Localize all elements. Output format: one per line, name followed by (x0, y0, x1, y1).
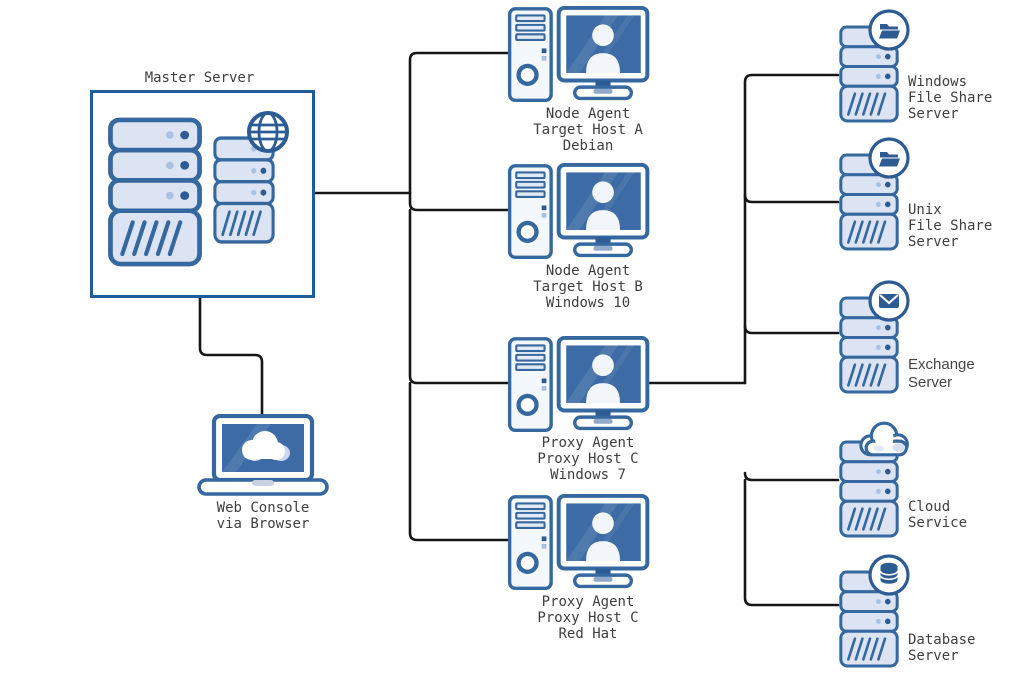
exchange-server-label: Exchange Server (908, 356, 975, 391)
desktop-user-icon (506, 336, 651, 436)
desktop-user-icon (506, 163, 651, 263)
connector-proxy-windows-fs (743, 73, 840, 385)
server-stack-icon (106, 117, 204, 267)
connector-proxy-exchange (743, 324, 840, 335)
connector-proxy-cloud (743, 471, 840, 482)
connector-proxy-unix-fs (743, 193, 840, 204)
connector-master-node-a (408, 51, 510, 195)
desktop-user-icon (506, 6, 651, 106)
database-server-label: Database Server (908, 632, 976, 664)
master-server-label: Master Server (144, 70, 255, 86)
web-console-label: Web Console via Browser (216, 500, 310, 532)
cloud-service-label: Cloud Service (908, 499, 968, 531)
proxy-agent-d-label: Proxy Agent Proxy Host C Red Hat (537, 594, 639, 642)
connector-master-proxy-d (408, 381, 510, 542)
folder-icon (868, 137, 910, 179)
cloud-icon (859, 421, 909, 457)
folder-icon (868, 9, 910, 51)
node-agent-a-label: Node Agent Target Host A Debian (533, 106, 643, 154)
proxy-agent-c-label: Proxy Agent Proxy Host C Windows 7 (537, 435, 639, 483)
node-agent-b-label: Node Agent Target Host B Windows 10 (533, 263, 643, 311)
windows-file-share-label: Windows File Share Server (908, 74, 993, 122)
laptop-cloud-icon (197, 414, 329, 500)
envelope-icon (868, 280, 910, 322)
connector-master-proxy-c (408, 208, 510, 385)
connector-proxy-database (743, 478, 840, 607)
globe-icon (247, 111, 289, 153)
connector-master-web-console (198, 290, 264, 418)
desktop-user-icon (506, 494, 651, 594)
database-icon (868, 554, 910, 596)
connector-master-node-b (408, 191, 510, 212)
unix-file-share-label: Unix File Share Server (908, 202, 993, 250)
